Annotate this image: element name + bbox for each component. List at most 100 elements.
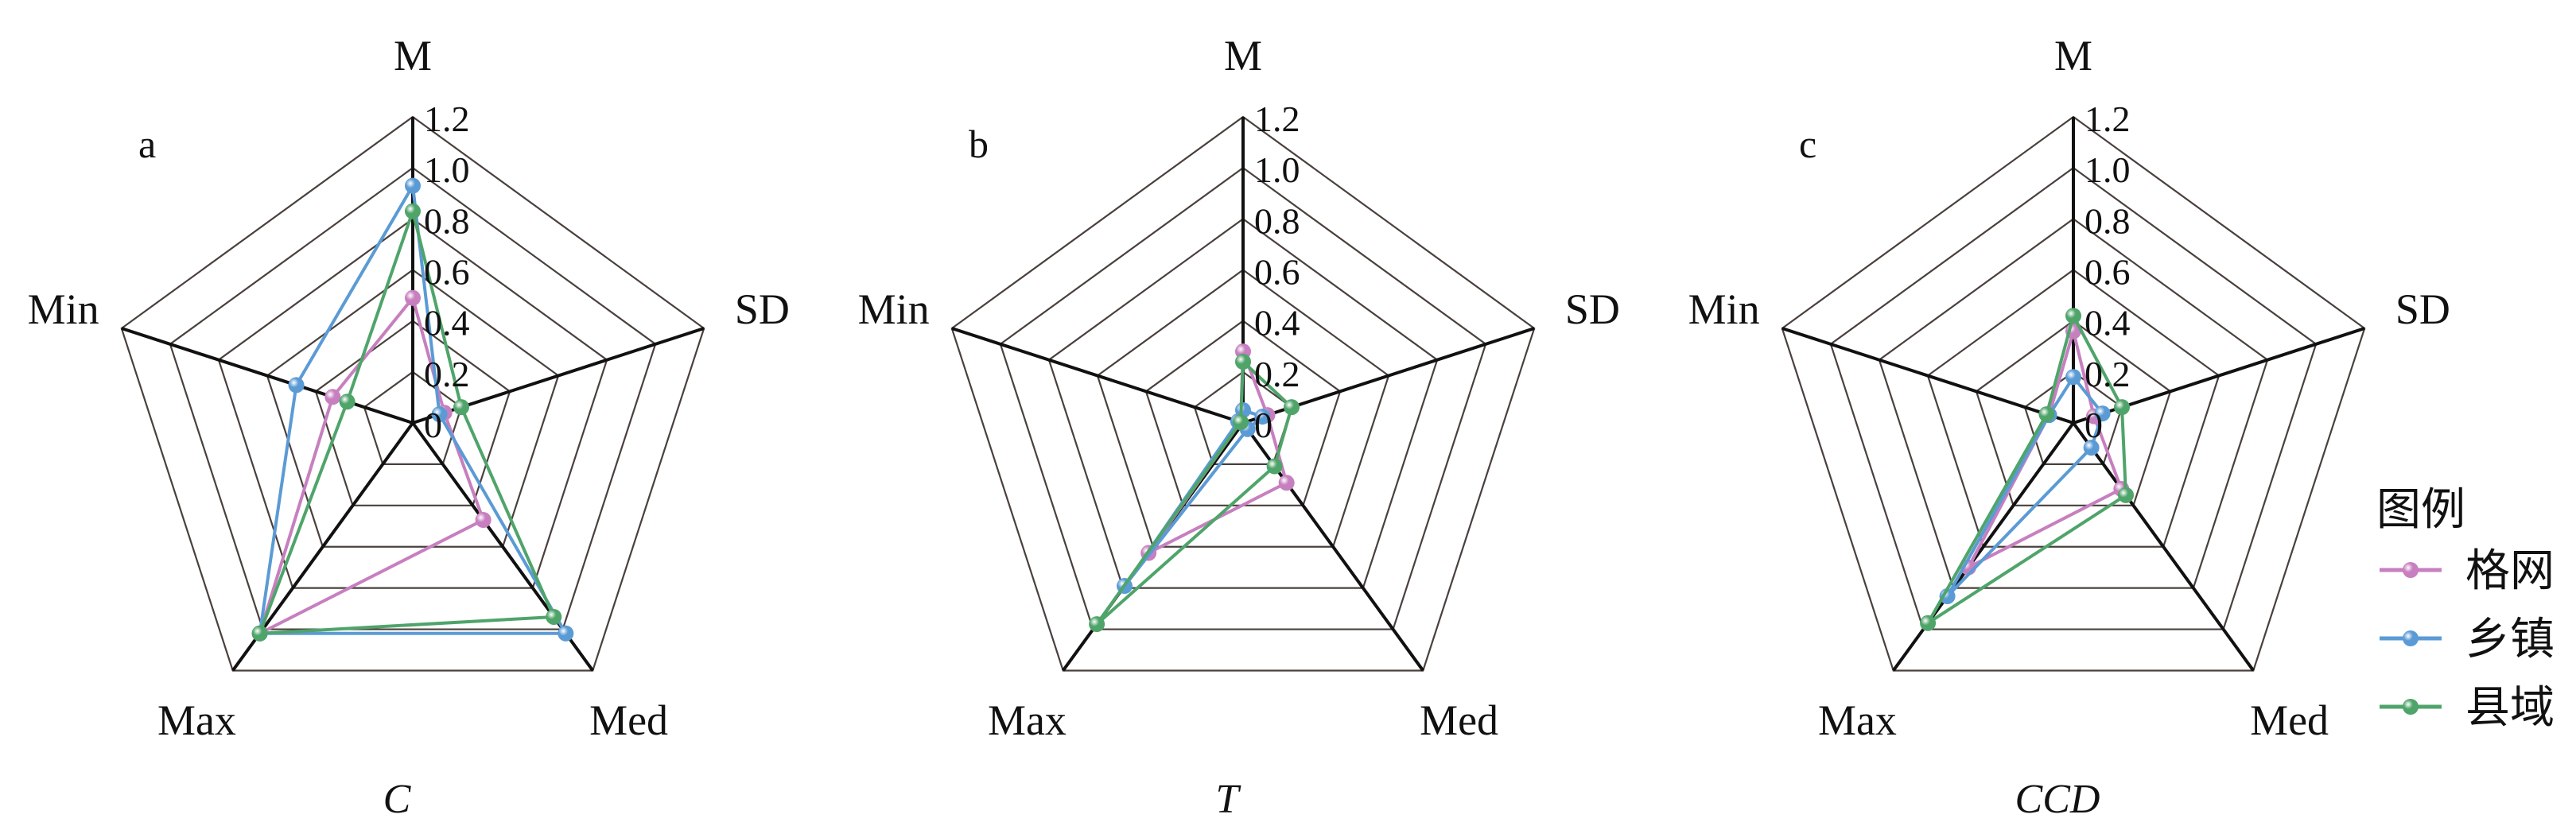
data-point-sd bbox=[2114, 399, 2131, 416]
axis-label-min: Min bbox=[28, 285, 99, 333]
data-point-m bbox=[405, 203, 421, 219]
axis-label-m: M bbox=[1224, 32, 1262, 79]
data-point-sd bbox=[453, 399, 470, 416]
tick-label: 1.2 bbox=[2085, 99, 2131, 139]
legend-label: 县域 bbox=[2465, 682, 2555, 734]
tick-label: 0.8 bbox=[2085, 200, 2131, 241]
panel-title: C bbox=[383, 777, 412, 822]
tick-label: 0.2 bbox=[424, 354, 470, 394]
panel-title: CCD bbox=[2015, 777, 2100, 822]
data-point-max bbox=[1939, 588, 1956, 605]
legend-item: 县域 bbox=[2380, 682, 2555, 734]
series-1 bbox=[251, 177, 574, 642]
data-point-med bbox=[2083, 440, 2100, 456]
series-line bbox=[258, 180, 569, 635]
grid-ring bbox=[266, 269, 560, 548]
data-point-m bbox=[2065, 308, 2081, 324]
panel-letter: a bbox=[138, 122, 156, 166]
grid-ring bbox=[1926, 269, 2220, 548]
series-line bbox=[1095, 358, 1294, 626]
legend-marker bbox=[2403, 562, 2419, 578]
axis-label-m: M bbox=[2054, 32, 2092, 79]
data-point-m bbox=[2065, 369, 2081, 386]
tick-labels: 00.20.40.60.81.01.2 bbox=[1254, 99, 1300, 445]
axis-label-max: Max bbox=[157, 696, 236, 744]
tick-label: 0 bbox=[424, 405, 442, 445]
axis-label-sd: SD bbox=[2395, 285, 2450, 333]
grid-ring bbox=[1781, 115, 2366, 672]
grid-ring bbox=[999, 166, 1487, 630]
series-line bbox=[257, 205, 557, 635]
axis-label-sd: SD bbox=[1565, 285, 1620, 333]
data-point-med bbox=[1266, 458, 1283, 475]
data-point-max bbox=[1089, 616, 1105, 633]
axis-label-m: M bbox=[394, 32, 432, 79]
data-point-m bbox=[405, 289, 421, 306]
tick-labels: 0 0.2 0.4 0.6 0.8 1.0 1.2 bbox=[424, 99, 470, 445]
grid-ring bbox=[1829, 166, 2318, 630]
axis-label-max: Max bbox=[1818, 696, 1897, 744]
legend-title: 图例 bbox=[2376, 484, 2465, 536]
radar-panel-a: M SD Med Max Min aC 0 0.2 0.4 0.6 0.8 1.0 1.2 bbox=[28, 32, 790, 822]
tick-label: 0.4 bbox=[1254, 303, 1300, 343]
data-point-max bbox=[1920, 615, 1937, 631]
tick-label: 0.4 bbox=[424, 303, 470, 343]
axis-label-min: Min bbox=[858, 285, 930, 333]
tick-label: 0.4 bbox=[2085, 303, 2131, 343]
legend-item: 乡镇 bbox=[2380, 614, 2555, 665]
tick-label: 0.6 bbox=[424, 252, 470, 293]
grid-ring bbox=[120, 115, 705, 672]
tick-label: 0.8 bbox=[424, 200, 470, 241]
tick-label: 1.0 bbox=[2085, 149, 2131, 190]
tick-label: 1.2 bbox=[424, 99, 470, 139]
axis-label-med: Med bbox=[2250, 696, 2329, 744]
tick-label: 1.0 bbox=[1254, 149, 1300, 190]
axis-spoke-min bbox=[121, 327, 414, 425]
data-point-med bbox=[1278, 475, 1295, 491]
data-point-m bbox=[405, 177, 421, 194]
series-line bbox=[1926, 311, 2128, 625]
data-point-max bbox=[251, 625, 268, 642]
tick-label: 0.6 bbox=[1254, 252, 1300, 293]
panel-letter: c bbox=[1799, 122, 1816, 166]
legend-label: 格网 bbox=[2465, 545, 2555, 597]
grid-ring bbox=[1975, 320, 2172, 506]
series-2 bbox=[251, 203, 562, 642]
axis-spoke-min bbox=[951, 327, 1244, 425]
tick-label: 0.6 bbox=[2085, 252, 2131, 293]
legend-marker bbox=[2403, 630, 2419, 646]
legend-marker bbox=[2403, 699, 2419, 715]
axis-label-sd: SD bbox=[735, 285, 790, 333]
data-point-sd bbox=[431, 406, 448, 423]
data-point-min bbox=[324, 389, 341, 405]
tick-label: 1.2 bbox=[1254, 99, 1300, 139]
grid-ring bbox=[217, 217, 608, 589]
legend-item: 格网 bbox=[2380, 545, 2555, 597]
legend-label: 乡镇 bbox=[2465, 614, 2555, 665]
axis-label-med: Med bbox=[1420, 696, 1498, 744]
axis-label-max: Max bbox=[988, 696, 1067, 744]
axis-spoke-min bbox=[1781, 327, 2074, 425]
data-point-sd bbox=[1284, 399, 1300, 416]
panel-letter: b bbox=[969, 122, 989, 166]
data-point-sd bbox=[1254, 409, 1271, 425]
grid-ring bbox=[169, 166, 657, 630]
data-point-med bbox=[2118, 487, 2135, 503]
data-point-med bbox=[558, 625, 574, 642]
grid-ring bbox=[1096, 269, 1390, 548]
axis-label-min: Min bbox=[1688, 285, 1760, 333]
data-point-m bbox=[1235, 354, 1251, 370]
series-line bbox=[1964, 324, 2123, 572]
grid-ring bbox=[1878, 217, 2269, 589]
axis-label-med: Med bbox=[589, 696, 668, 744]
data-point-med bbox=[546, 608, 562, 625]
tick-label: 1.0 bbox=[424, 149, 470, 190]
data-point-min bbox=[339, 394, 356, 410]
series-line bbox=[257, 294, 486, 637]
grid-ring bbox=[950, 115, 1536, 672]
data-point-min bbox=[2038, 406, 2055, 423]
